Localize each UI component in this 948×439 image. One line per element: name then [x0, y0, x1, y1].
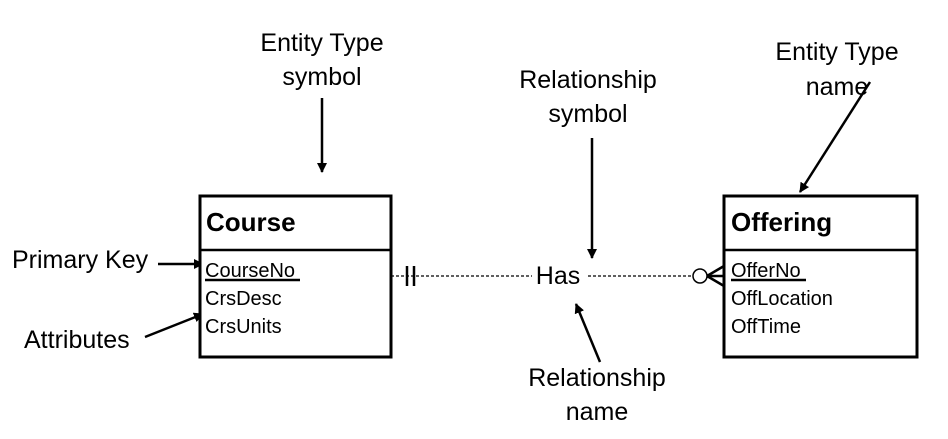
attributes-label: Attributes: [24, 326, 130, 354]
cardinality-zero-circle: [692, 268, 708, 284]
relationship-name-label-line2: name: [566, 398, 629, 426]
entity-offering-attribute: OffTime: [731, 316, 801, 338]
entity-course[interactable]: Course CourseNo CrsDesc CrsUnits: [198, 194, 393, 359]
crows-foot-line: [706, 274, 725, 288]
entity-course-primary-key: CourseNo: [205, 260, 295, 282]
relationship-symbol-label-line2: symbol: [548, 100, 627, 128]
entity-type-symbol-label-line2: symbol: [282, 63, 361, 91]
entity-offering[interactable]: Offering OfferNo OffLocation OffTime: [722, 194, 919, 359]
entity-offering-title: Offering: [731, 207, 832, 237]
entity-type-name-label-line2: name: [806, 73, 869, 101]
entity-offering-primary-key: OfferNo: [731, 260, 801, 282]
primary-key-label: Primary Key: [12, 246, 149, 274]
entity-type-name-arrow: [798, 81, 872, 193]
entity-course-attribute: CrsDesc: [205, 288, 282, 310]
relationship-has[interactable]: Has: [391, 262, 725, 290]
entity-course-title: Course: [206, 207, 296, 237]
entity-course-box: [198, 194, 393, 359]
relationship-name-arrow: [574, 303, 602, 363]
crows-foot-line: [706, 264, 725, 278]
relationship-name: Has: [536, 262, 580, 290]
relationship-name-label-line1: Relationship: [528, 364, 666, 392]
entity-course-attribute: CrsUnits: [205, 316, 282, 338]
relationship-symbol-label-line1: Relationship: [519, 66, 657, 94]
attributes-arrow: [144, 312, 204, 339]
entity-type-symbol-label-line1: Entity Type: [260, 29, 383, 57]
entity-offering-attribute: OffLocation: [731, 288, 833, 310]
entity-type-name-label-line1: Entity Type: [775, 38, 898, 66]
